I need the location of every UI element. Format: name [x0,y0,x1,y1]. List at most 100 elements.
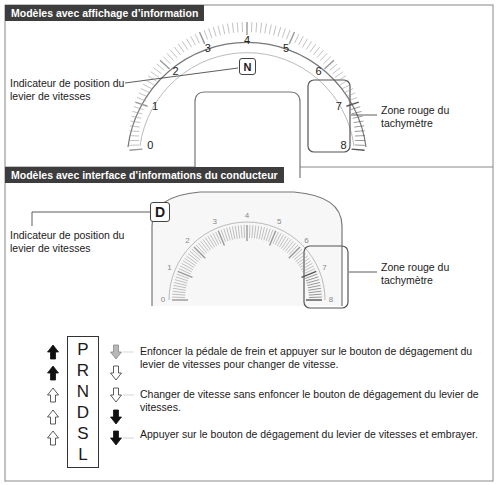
tick [205,238,212,249]
tick [354,121,364,123]
scale-number: 3 [213,218,217,226]
header-text: Modèles avec interface d’informations du… [11,169,278,181]
tick [306,299,322,300]
scale-number: 2 [185,237,189,245]
tick [302,271,317,277]
tick [133,111,143,113]
header-text: Modèles avec affichage d’information [11,7,198,19]
tick [137,97,146,101]
tick [281,238,288,249]
driver-interface-panel [152,192,342,306]
frame [5,5,493,481]
tick [227,228,231,241]
tick [354,126,364,127]
tick [232,226,235,239]
red-zone-outline [308,80,350,152]
tick [257,226,259,239]
down-arrow [111,431,122,445]
callout-label: Indicateur de position du levier de vite… [10,229,135,255]
up-arrow [48,431,59,445]
leader-line [32,212,150,226]
tick [286,30,290,39]
tick [338,76,346,81]
tick [283,239,291,250]
tick [355,130,365,132]
tick [251,22,252,32]
tick [178,44,184,52]
tick [299,36,304,45]
tick [178,271,193,277]
scale-number: 1 [167,264,171,272]
tick [229,227,232,240]
scale-number: 8 [329,296,333,304]
leader-line [125,68,238,83]
gear-letter: N [77,381,89,402]
scale-number: 6 [315,66,321,77]
tick [213,233,219,245]
tick [282,28,285,37]
callout-label: Zone rouge du tachymètre [381,104,476,130]
tick [235,226,237,239]
up-arrow [48,345,59,359]
scale-number: 6 [304,237,308,245]
tick [131,116,141,118]
tick [129,149,142,150]
tick [330,64,338,70]
tick [299,258,310,265]
down-arrow [111,345,122,359]
tick [346,93,355,97]
tick [183,261,194,268]
tick [186,39,191,48]
tick [355,144,365,145]
indicator-letter: N [244,61,252,73]
scale-number: 0 [147,140,153,151]
tick [297,256,308,264]
tick [265,24,267,34]
tick [199,32,204,44]
leader-line [351,115,377,116]
tick [172,294,185,295]
tick [201,241,209,251]
tick [218,231,224,246]
tick [289,32,294,44]
down-arrow [111,388,122,402]
legend-tick [123,395,134,396]
tick [244,225,246,238]
tick [182,263,193,269]
tick [259,226,262,239]
tick [355,140,365,141]
leader-line [349,272,377,273]
tick [139,93,148,97]
tick [171,50,177,58]
tick [255,22,257,32]
tick [308,285,321,288]
gear-letter: P [77,339,88,360]
tick [232,23,233,33]
tick [174,47,180,55]
tick [129,130,139,132]
tick [295,34,299,43]
gear-letter: S [77,423,88,444]
scale-number: 7 [322,264,326,272]
tick [154,68,162,74]
tick [352,111,362,113]
scale-number: 3 [205,43,211,54]
tick [172,297,185,299]
tick [278,27,281,37]
tick [218,26,220,36]
shift-position-indicator: D [150,202,170,222]
tick [198,243,206,253]
tick [174,282,187,285]
tick [129,140,139,141]
scale-number: 2 [172,66,178,77]
scale-number: 5 [277,218,281,226]
tick [173,285,186,288]
tick [141,89,150,93]
tick [310,44,316,52]
tick [246,225,247,241]
scale-number: 1 [152,100,158,111]
legend-tick [123,352,134,353]
shift-position-indicator: N [239,58,256,75]
tick [294,251,304,259]
gear-letter: R [77,360,89,381]
